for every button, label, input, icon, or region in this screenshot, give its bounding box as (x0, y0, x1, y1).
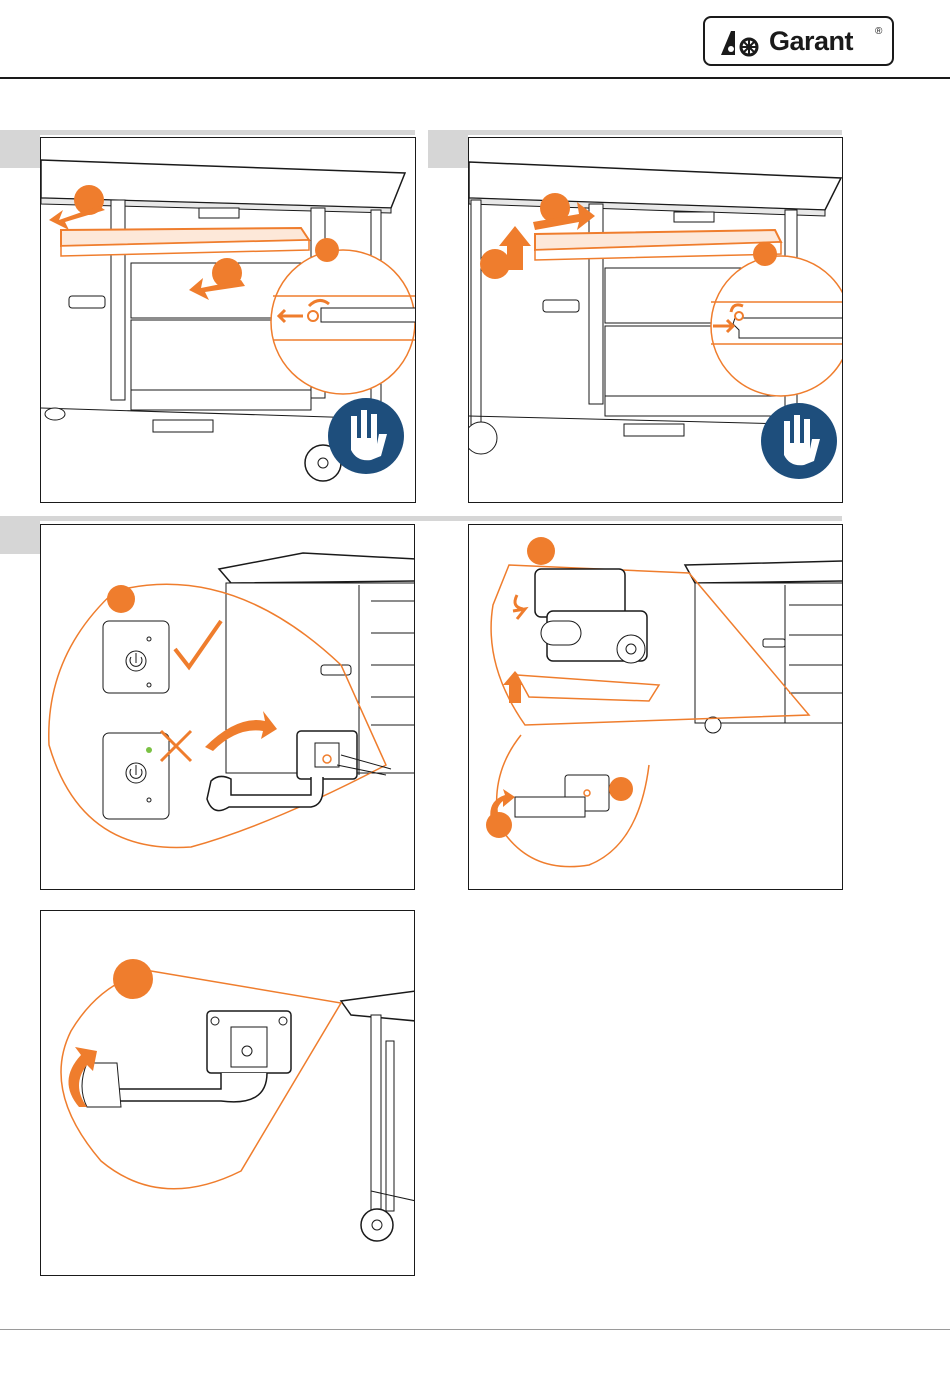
brand-logo: Garant ® (703, 16, 894, 66)
step-band (0, 130, 415, 135)
step-tab (0, 516, 40, 554)
panel-handle-rotate (40, 910, 415, 1276)
arrow-rotate-icon (513, 595, 525, 619)
handle-icon (82, 1011, 291, 1107)
step-tab (428, 130, 468, 168)
arrow-pull-icon (49, 206, 105, 230)
step-band (0, 516, 842, 521)
panel-motor-release (468, 524, 843, 890)
header-divider (0, 77, 950, 79)
checkmark-icon (175, 621, 221, 667)
brand-name: Garant (769, 26, 853, 57)
step-tab (0, 130, 40, 168)
panel-insert-tray (468, 137, 843, 503)
registered-mark: ® (875, 26, 882, 37)
panel-remove-tray (40, 137, 416, 503)
step-band (428, 130, 842, 135)
cabinet-handle-icon (69, 296, 105, 308)
garant-logo-icon (719, 27, 765, 64)
motor-icon (535, 569, 647, 663)
footer-divider (0, 1329, 950, 1330)
panel-power-handle (40, 524, 415, 890)
